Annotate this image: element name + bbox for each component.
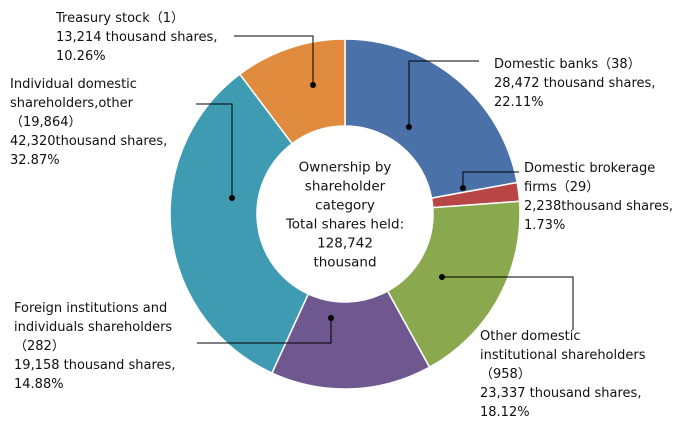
leader-line-treasury-stock xyxy=(234,35,314,85)
data-label-foreign-institutions-and-individuals-shareholders: Foreign institutions and xyxy=(14,301,167,316)
data-label-domestic-banks: 28,472 thousand shares, xyxy=(494,76,655,91)
data-label-individual-domestic-shareholders-other: 32.87% xyxy=(10,153,60,168)
data-label-other-domestic-institutional-shareholders: （958） xyxy=(480,367,531,382)
data-label-foreign-institutions-and-individuals-shareholders: （282） xyxy=(14,339,65,354)
data-label-individual-domestic-shareholders-other: shareholders,other xyxy=(10,96,134,111)
data-label-other-domestic-institutional-shareholders: institutional shareholders xyxy=(480,348,646,363)
leader-line-foreign-institutions-and-individuals-shareholders xyxy=(197,318,332,344)
data-label-other-domestic-institutional-shareholders: 23,337 thousand shares, xyxy=(480,386,641,401)
center-label: thousand xyxy=(313,255,376,271)
center-label: Total shares held: xyxy=(285,217,404,233)
center-label: category xyxy=(315,198,375,214)
leader-dot-domestic-banks xyxy=(406,124,412,130)
data-label-other-domestic-institutional-shareholders: Other domestic xyxy=(480,329,581,344)
data-label-domestic-brokerage-firms: 2,238thousand shares, xyxy=(524,199,673,214)
data-label-foreign-institutions-and-individuals-shareholders: individuals shareholders xyxy=(14,320,172,335)
data-label-foreign-institutions-and-individuals-shareholders: 19,158 thousand shares, xyxy=(14,358,175,373)
center-label: Ownership by xyxy=(299,160,392,176)
data-label-other-domestic-institutional-shareholders: 18.12% xyxy=(480,405,530,420)
leader-dot-domestic-brokerage-firms xyxy=(460,185,466,191)
leader-line-individual-domestic-shareholders-other xyxy=(196,103,233,198)
leader-line-other-domestic-institutional-shareholders xyxy=(442,276,574,330)
data-label-domestic-brokerage-firms: 1.73% xyxy=(524,218,565,233)
leader-line-domestic-banks xyxy=(408,60,479,127)
slice-other-domestic-institutional-shareholders xyxy=(386,200,521,369)
data-label-domestic-brokerage-firms: firms（29） xyxy=(524,180,599,195)
slice-domestic-banks xyxy=(344,38,519,200)
data-label-individual-domestic-shareholders-other: 42,320thousand shares, xyxy=(10,134,167,149)
center-label: shareholder xyxy=(305,179,386,195)
slice-treasury-stock xyxy=(238,38,346,145)
data-label-domestic-banks: Domestic banks（38） xyxy=(494,57,641,72)
data-label-foreign-institutions-and-individuals-shareholders: 14.88% xyxy=(14,377,64,392)
slice-individual-domestic-shareholders-other xyxy=(169,73,310,375)
leader-line-domestic-brokerage-firms xyxy=(462,171,519,188)
data-label-treasury-stock: Treasury stock（1） xyxy=(55,11,184,26)
data-label-individual-domestic-shareholders-other: （19,864） xyxy=(10,115,82,130)
data-label-domestic-banks: 22.11% xyxy=(494,95,544,110)
leader-dot-other-domestic-institutional-shareholders xyxy=(439,274,445,280)
center-label: 128,742 xyxy=(317,236,373,252)
leader-dot-treasury-stock xyxy=(310,82,316,88)
leader-dot-foreign-institutions-and-individuals-shareholders xyxy=(328,315,334,321)
data-label-treasury-stock: 10.26% xyxy=(56,49,106,64)
data-label-domestic-brokerage-firms: Domestic brokerage xyxy=(524,161,655,176)
data-label-treasury-stock: 13,214 thousand shares, xyxy=(56,30,217,45)
leader-dot-individual-domestic-shareholders-other xyxy=(229,195,235,201)
data-label-individual-domestic-shareholders-other: Individual domestic xyxy=(10,77,137,92)
